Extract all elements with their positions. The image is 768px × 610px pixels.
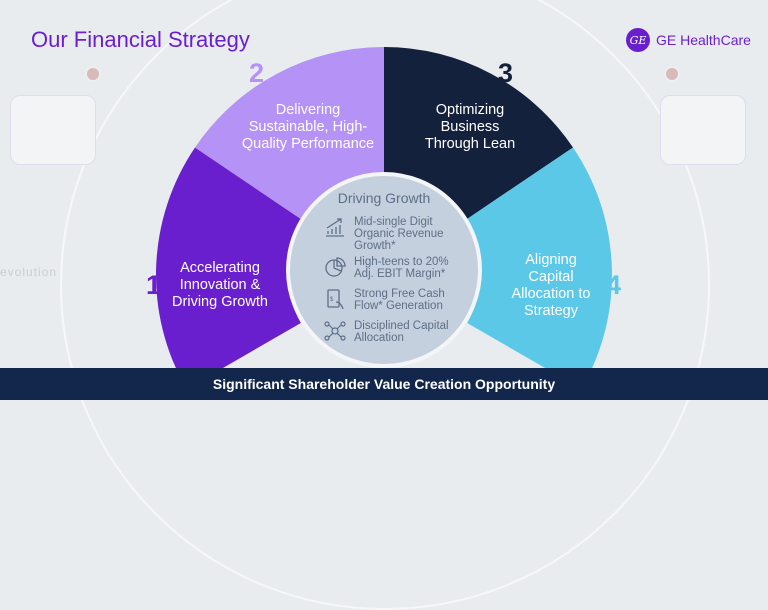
segment-3-label: Optimizing Business Through Lean [424,102,516,152]
strategy-ring [155,47,613,389]
control-panel-left [10,95,96,165]
pie-chart-icon [325,257,346,277]
segment-4-label: Aligning Capital Allocation to Strategy [511,252,591,319]
list-item: Disciplined Capital Allocation [324,320,454,344]
bottom-banner: Significant Shareholder Value Creation O… [0,368,768,400]
driving-growth-circle: Driving Growth Mid-single Digit Organic … [286,172,482,368]
segment-2 [194,47,384,222]
segment-3-number: 3 [498,58,514,88]
list-item: $ Strong Free Cash Flow* Generation [324,288,454,312]
segment-4-number: 4 [606,270,622,300]
ge-monogram-icon: GE [626,28,650,52]
scanner-light [664,66,680,82]
segment-2-label: Delivering Sustainable, High-Quality Per… [241,102,375,152]
page-title: Our Financial Strategy [31,27,250,52]
svg-text:$: $ [330,297,334,303]
item-text: Strong Free Cash Flow* Generation [354,288,445,312]
scanner-light [85,66,101,82]
cash-phone-icon: $ [327,289,344,310]
item-text: High-teens to 20% Adj. EBIT Margin* [354,256,449,280]
list-item: High-teens to 20% Adj. EBIT Margin* [324,256,454,280]
item-text: Mid-single Digit Organic Revenue Growth* [354,216,444,252]
segment-1 [155,147,305,389]
item-text: Disciplined Capital Allocation [354,320,449,344]
segment-4 [463,147,613,389]
segment-3 [384,47,574,222]
network-icon [324,321,346,341]
ge-healthcare-logo: GE GE HealthCare [626,28,751,52]
growth-chart-icon [326,218,344,237]
logo-text: GE HealthCare [656,32,751,48]
list-item: Mid-single Digit Organic Revenue Growth* [324,216,454,252]
segment-1-number: 1 [146,270,162,300]
center-title: Driving Growth [337,190,431,206]
control-panel-right [660,95,746,165]
segment-1-label: Accelerating Innovation & Driving Growth [172,260,268,310]
segment-2-number: 2 [249,58,265,88]
background-text: evolution [0,265,58,279]
